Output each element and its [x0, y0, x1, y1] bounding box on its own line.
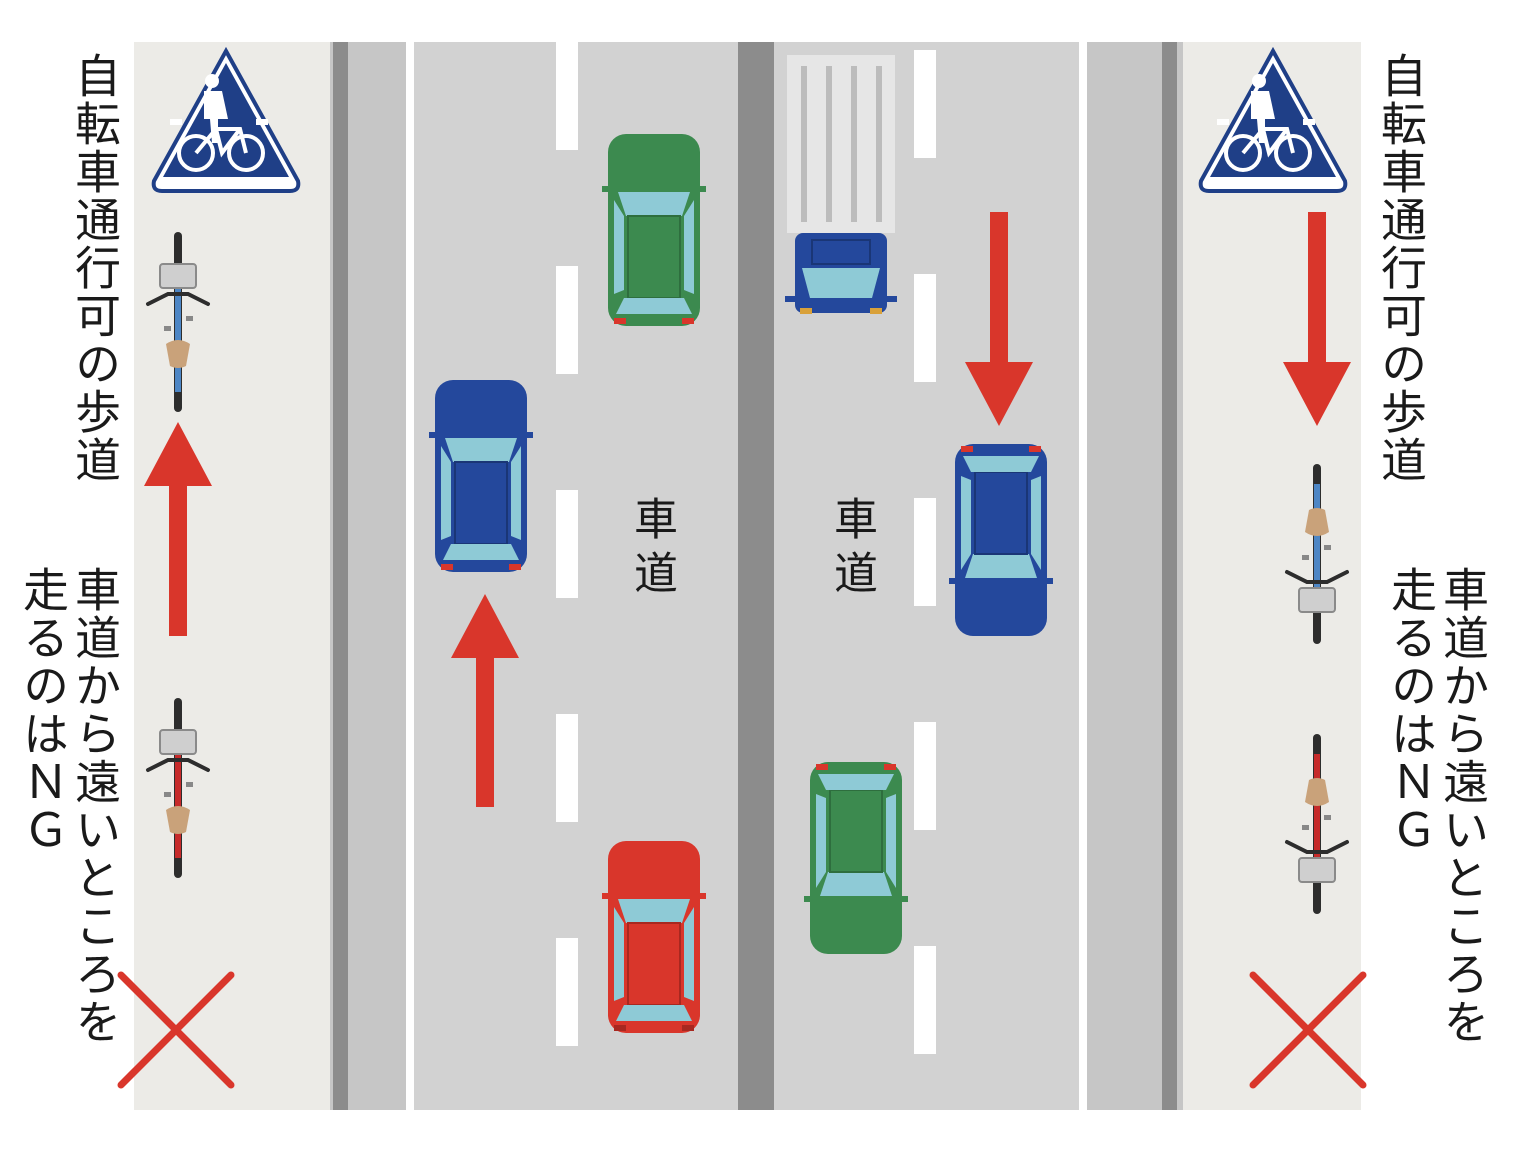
bicycle-icon — [146, 232, 210, 412]
car-icon — [804, 762, 908, 954]
lane-dashes-right — [914, 50, 936, 1054]
car-icon — [429, 380, 533, 572]
car-icon — [602, 841, 706, 1033]
arrow-up-icon — [451, 594, 519, 807]
arrow-up-icon — [144, 422, 212, 636]
lane-dashes-left — [556, 42, 578, 1046]
median — [738, 42, 774, 1110]
arrow-down-icon — [1283, 212, 1351, 426]
bicycle-icon — [146, 698, 210, 878]
right-sidewalk-label: 自転車通行可の歩道 — [1374, 52, 1428, 484]
car-icon — [602, 134, 706, 326]
bicycle-icon — [1285, 734, 1349, 914]
truck-icon — [785, 55, 897, 314]
ng-cross-icon — [1249, 971, 1367, 1089]
arrow-down-icon — [965, 212, 1033, 426]
right-ng-note-line2: 走るのはＮＧ — [1384, 566, 1438, 854]
pedestrian-bicycle-sign-icon — [1198, 46, 1348, 193]
left-sidewalk — [134, 42, 330, 1110]
left-sidewalk-label: 自転車通行可の歩道 — [68, 52, 122, 484]
right-curb-line — [1162, 42, 1177, 1110]
left-curb-line — [333, 42, 348, 1110]
right-ng-note-line1: 車道から遠いところを — [1436, 566, 1490, 1046]
bicycle-icon — [1285, 464, 1349, 644]
left-ng-note-line1: 車道から遠いところを — [68, 566, 122, 1046]
lane-label-right: 車道 — [826, 496, 877, 604]
car-icon — [949, 444, 1053, 636]
left-ng-note-line2: 走るのはＮＧ — [16, 566, 70, 854]
pedestrian-bicycle-sign-icon — [151, 46, 301, 193]
lane-label-left: 車道 — [626, 496, 677, 604]
right-sidewalk — [1183, 42, 1361, 1110]
ng-cross-icon — [117, 971, 235, 1089]
